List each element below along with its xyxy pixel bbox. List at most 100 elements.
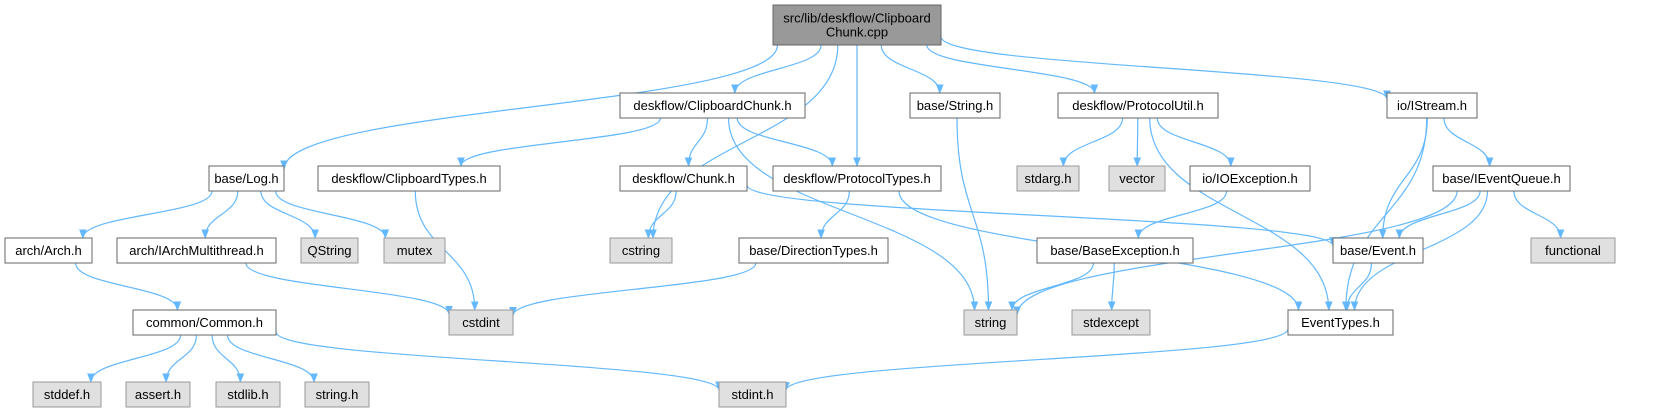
edge-string_h-to-string [956, 117, 993, 311]
node-label: string.h [316, 387, 359, 402]
node-event[interactable]: base/Event.h [1332, 237, 1424, 264]
node-box [132, 309, 277, 336]
edge-baseexc-to-stdexcept [1107, 262, 1116, 311]
node-label: arch/IArchMultithread.h [129, 243, 263, 258]
edge-protoutil-to-stdarg [1059, 117, 1124, 167]
node-vector: vector [1108, 165, 1166, 192]
edge-root-to-protoutil [926, 44, 1099, 94]
node-label: deskflow/ProtocolUtil.h [1072, 98, 1204, 113]
node-iarchmt[interactable]: arch/IArchMultithread.h [116, 237, 277, 264]
node-box [1036, 237, 1194, 264]
node-label: stdint.h [732, 387, 774, 402]
node-label: src/lib/deskflow/Clipboard [783, 11, 930, 26]
node-ioexc[interactable]: io/IOException.h [1189, 165, 1311, 192]
node-box [208, 165, 285, 192]
node-box [619, 92, 806, 119]
node-box [1386, 92, 1478, 119]
node-box [125, 381, 191, 408]
node-label: vector [1119, 171, 1155, 186]
edge-prototypes-to-dirtypes [817, 190, 850, 239]
edge-ieventqueue-to-event [1395, 190, 1481, 239]
node-chunk[interactable]: deskflow/Chunk.h [619, 165, 748, 192]
node-box [738, 237, 889, 264]
node-label: deskflow/ClipboardChunk.h [633, 98, 791, 113]
node-label: arch/Arch.h [15, 243, 81, 258]
node-label: base/Log.h [214, 171, 278, 186]
node-label: deskflow/ClipboardTypes.h [331, 171, 486, 186]
node-box [1071, 309, 1151, 336]
node-eventtypes[interactable]: EventTypes.h [1287, 309, 1394, 336]
node-box [909, 92, 1001, 119]
node-stdexcept: stdexcept [1071, 309, 1151, 336]
node-baseexc[interactable]: base/BaseException.h [1036, 237, 1194, 264]
node-prototypes[interactable]: deskflow/ProtocolTypes.h [772, 165, 942, 192]
node-box [215, 381, 281, 408]
edge-log-to-arch [79, 190, 213, 239]
node-label: QString [307, 243, 351, 258]
node-box [300, 237, 359, 264]
edge-root-to-cstring [649, 44, 839, 239]
edge-chunk-to-cstring [644, 190, 677, 239]
node-box [1332, 237, 1424, 264]
node-cstring: cstring [609, 237, 673, 264]
node-label: io/IStream.h [1397, 98, 1467, 113]
node-label: base/String.h [917, 98, 994, 113]
node-stdarg: stdarg.h [1016, 165, 1080, 192]
node-box [32, 381, 102, 408]
node-istream[interactable]: io/IStream.h [1386, 92, 1478, 119]
edge-event-to-eventtypes [1343, 262, 1373, 311]
node-box [772, 4, 942, 46]
edge-root-to-log [280, 44, 779, 171]
node-root[interactable]: src/lib/deskflow/ClipboardChunk.cpp [772, 4, 942, 46]
node-label: base/DirectionTypes.h [749, 243, 878, 258]
node-label: base/IEventQueue.h [1442, 171, 1561, 186]
node-label: assert.h [135, 387, 181, 402]
node-label: cstring [622, 243, 660, 258]
node-string_h[interactable]: base/String.h [909, 92, 1001, 119]
edge-protoutil-to-eventtypes [1149, 117, 1333, 311]
edges-layer [75, 36, 1565, 392]
node-box [304, 381, 370, 408]
node-label: deskflow/Chunk.h [632, 171, 735, 186]
node-box [772, 165, 942, 192]
edge-clipchunk-to-prototypes [736, 117, 837, 167]
node-label: Chunk.cpp [826, 25, 888, 40]
node-qstring: QString [300, 237, 359, 264]
edge-root-to-clipchunk [731, 44, 822, 94]
node-box [1189, 165, 1311, 192]
edge-istream-to-eventtypes [1341, 117, 1428, 311]
edge-istream-to-ieventqueue [1443, 117, 1494, 167]
node-label: stddef.h [44, 387, 90, 402]
edge-clipchunk-to-chunk [684, 117, 709, 167]
edge-ioexc-to-baseexc [1134, 190, 1228, 239]
node-box [1530, 237, 1616, 264]
node-clipchunk[interactable]: deskflow/ClipboardChunk.h [619, 92, 806, 119]
edge-clipchunk-to-cliptypes [457, 117, 662, 167]
edge-chunk-to-event [746, 184, 1337, 247]
edge-baseexc-to-string [1008, 262, 1094, 311]
node-mutex: mutex [383, 237, 446, 264]
node-string: string [963, 309, 1018, 336]
node-label: stdarg.h [1025, 171, 1072, 186]
node-dirtypes[interactable]: base/DirectionTypes.h [738, 237, 889, 264]
edge-common-to-string_c [226, 334, 318, 383]
node-protoutil[interactable]: deskflow/ProtocolUtil.h [1057, 92, 1219, 119]
node-box [4, 237, 93, 264]
node-log[interactable]: base/Log.h [208, 165, 285, 192]
node-label: cstdint [462, 315, 500, 330]
edge-log-to-iarchmt [201, 190, 239, 239]
node-common[interactable]: common/Common.h [132, 309, 277, 336]
edge-clipchunk-to-string [727, 117, 979, 311]
node-box [448, 309, 514, 336]
edge-common-to-stdlib [211, 334, 245, 383]
node-box [619, 165, 748, 192]
node-label: io/IOException.h [1202, 171, 1297, 186]
node-ieventqueue[interactable]: base/IEventQueue.h [1432, 165, 1571, 192]
node-box [1057, 92, 1219, 119]
node-cliptypes[interactable]: deskflow/ClipboardTypes.h [317, 165, 501, 192]
node-box [1432, 165, 1571, 192]
node-arch[interactable]: arch/Arch.h [4, 237, 93, 264]
edge-dirtypes-to-cstdint [509, 262, 757, 317]
node-box [963, 309, 1018, 336]
